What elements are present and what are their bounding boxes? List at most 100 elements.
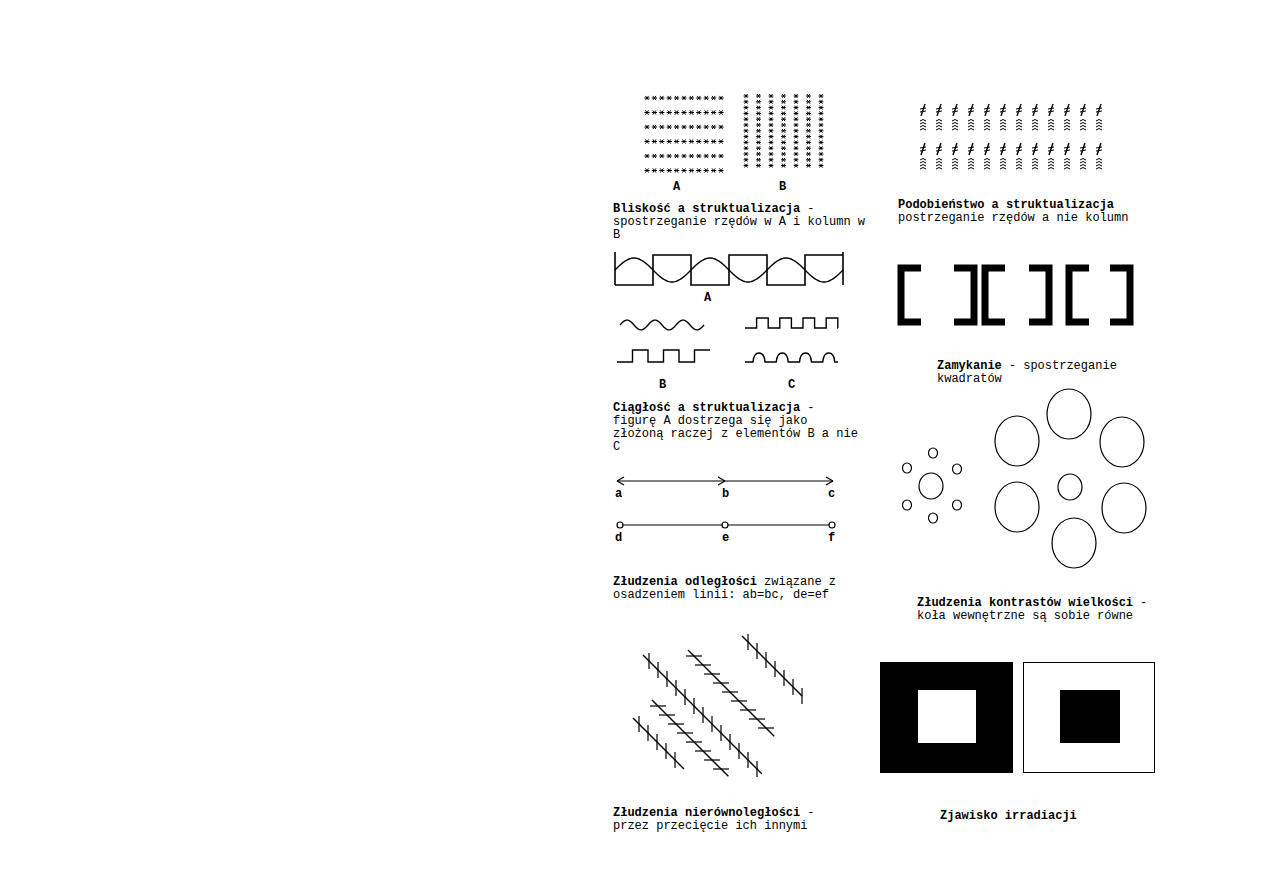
stroke	[712, 154, 715, 158]
stroke	[953, 143, 957, 155]
stroke	[937, 104, 941, 116]
stroke	[1000, 108, 1006, 109]
stroke	[1080, 108, 1086, 109]
stroke	[770, 164, 773, 168]
stroke	[1048, 108, 1054, 109]
stroke	[795, 100, 798, 104]
stroke	[807, 146, 810, 150]
stroke	[820, 111, 823, 115]
stroke	[782, 135, 785, 139]
stroke	[807, 140, 810, 144]
stroke	[675, 110, 678, 114]
stroke	[648, 653, 649, 669]
stroke	[807, 94, 810, 98]
stroke	[1081, 104, 1085, 116]
stroke	[770, 111, 773, 115]
stroke	[704, 673, 720, 674]
stroke	[653, 125, 656, 129]
stroke	[660, 96, 663, 100]
stroke	[795, 94, 798, 98]
stroke	[920, 126, 926, 128]
stroke	[1000, 129, 1006, 131]
stroke	[745, 106, 748, 110]
stroke	[675, 168, 678, 172]
stroke	[820, 100, 823, 104]
stroke	[1080, 120, 1086, 122]
stroke	[782, 152, 785, 156]
figure-letter: a	[615, 488, 622, 501]
stroke	[757, 111, 760, 115]
stroke	[1064, 129, 1070, 131]
stroke	[690, 168, 693, 172]
stroke	[668, 96, 671, 100]
stroke	[688, 650, 774, 736]
figure-letter: A	[704, 292, 711, 305]
stroke	[682, 125, 685, 129]
stroke	[1080, 147, 1086, 148]
stroke	[677, 732, 693, 733]
stroke	[1000, 168, 1006, 170]
stroke	[770, 94, 773, 98]
stroke	[820, 129, 823, 133]
stroke	[826, 477, 833, 481]
figure-letter: A	[673, 181, 680, 194]
stroke	[795, 135, 798, 139]
stroke	[984, 168, 990, 170]
stroke	[660, 168, 663, 172]
stroke	[719, 139, 722, 143]
stroke	[682, 139, 685, 143]
stroke	[820, 117, 823, 121]
stroke	[1064, 150, 1070, 151]
stroke	[782, 158, 785, 162]
stroke	[807, 117, 810, 121]
stroke	[645, 154, 648, 158]
stroke	[968, 126, 974, 128]
stroke	[1097, 104, 1101, 116]
stroke	[1016, 129, 1022, 131]
caption: Złudzenia odległościzwiązane z osadzenie…	[613, 576, 863, 602]
stroke	[795, 123, 798, 127]
stroke	[645, 110, 648, 114]
stroke	[719, 154, 722, 158]
stroke	[820, 135, 823, 139]
stroke	[1064, 108, 1070, 109]
stroke	[795, 158, 798, 162]
stroke	[1080, 165, 1086, 167]
stroke	[984, 165, 990, 167]
stroke	[770, 111, 773, 115]
stroke	[1032, 150, 1038, 151]
stroke	[820, 94, 823, 98]
stroke	[782, 164, 785, 168]
stroke	[795, 164, 798, 168]
stroke	[921, 104, 925, 116]
stroke	[690, 96, 693, 100]
stroke	[952, 165, 958, 167]
stroke	[712, 168, 715, 172]
stroke	[782, 123, 785, 127]
stroke	[1096, 108, 1102, 109]
stroke	[807, 123, 810, 127]
stroke	[757, 117, 760, 121]
stroke	[745, 123, 748, 127]
stroke	[697, 139, 700, 143]
stroke	[690, 139, 693, 143]
stroke	[936, 126, 942, 128]
stroke	[1080, 162, 1086, 164]
stroke	[782, 146, 785, 150]
stroke	[660, 96, 663, 100]
stroke	[653, 168, 656, 172]
caption: Zjawisko irradiacji	[940, 810, 1077, 823]
stroke	[795, 140, 798, 144]
stroke	[1048, 147, 1054, 148]
stroke	[770, 123, 773, 127]
caption: Bliskość a struktualizacja- spostrzegani…	[613, 203, 869, 242]
stroke	[633, 718, 684, 769]
stroke	[660, 125, 663, 129]
stroke	[936, 165, 942, 167]
stroke	[665, 743, 666, 759]
stroke	[645, 168, 648, 172]
stroke	[1064, 162, 1070, 164]
label-text: Bliskość a struktualizacja	[613, 202, 800, 216]
stroke	[936, 150, 942, 151]
